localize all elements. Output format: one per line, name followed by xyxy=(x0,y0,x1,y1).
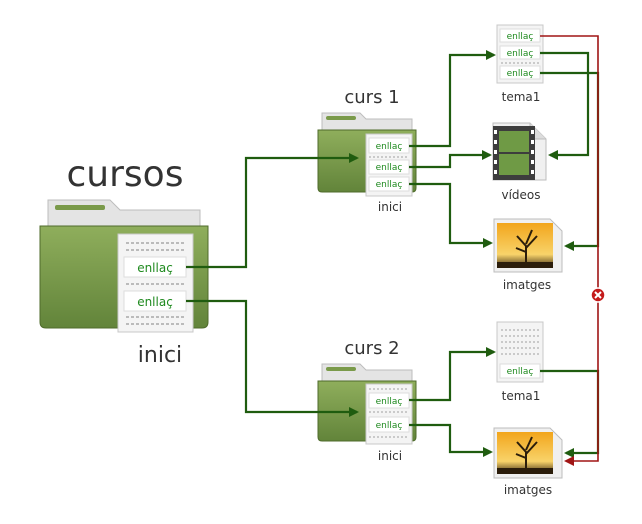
root-to-course-2-arrow xyxy=(186,299,359,417)
root-link-2[interactable]: enllaç xyxy=(137,295,173,309)
course-1-link-1[interactable]: enllaç xyxy=(376,142,403,152)
course-1-to-tema1-arrow xyxy=(409,50,496,148)
broken-link-icon xyxy=(590,287,606,303)
course-1-tema1-link-3[interactable]: enllaç xyxy=(507,69,534,79)
root-to-course-1-arrow xyxy=(186,153,359,269)
course-1-tema1-document-icon xyxy=(496,24,544,84)
course-2-link-2[interactable]: enllaç xyxy=(376,421,403,431)
course-1-tema1-link-2[interactable]: enllaç xyxy=(507,49,534,59)
course-2-image-file-icon xyxy=(493,427,563,479)
course-2-to-tema1-arrow xyxy=(409,347,496,402)
course-1-index-label: inici xyxy=(378,200,402,214)
course-1-videos-label: vídeos xyxy=(501,188,540,202)
course-1-index-page xyxy=(365,133,413,197)
course-2-link-1[interactable]: enllaç xyxy=(376,397,403,407)
course-1-imatges-label: imatges xyxy=(503,278,551,292)
course-2-tema1-label: tema1 xyxy=(502,389,541,403)
course-1-to-videos-arrow xyxy=(409,150,492,169)
course-1-image-file-icon xyxy=(493,218,563,273)
course-2-index-page xyxy=(365,383,413,445)
root-index-label: inici xyxy=(138,343,182,368)
course-1-link-3[interactable]: enllaç xyxy=(376,180,403,190)
root-link-1[interactable]: enllaç xyxy=(137,261,173,275)
course-2-index-label: inici xyxy=(378,449,402,463)
root-index-page xyxy=(117,233,194,333)
course-1-tema1-label: tema1 xyxy=(502,90,541,104)
course-2-tema1-document-icon xyxy=(496,321,544,383)
course-1-link-2[interactable]: enllaç xyxy=(376,163,403,173)
broken-link-arrow xyxy=(540,35,599,466)
course-2-to-imatges-arrow xyxy=(409,423,493,457)
course-2-imatges-label: imatges xyxy=(504,483,552,497)
course-1-video-file-icon xyxy=(492,122,547,181)
course-2-title: curs 2 xyxy=(344,338,399,359)
root-title: cursos xyxy=(67,154,184,195)
course-2-tema1-link-1[interactable]: enllaç xyxy=(507,367,534,377)
tema1-to-videos-arrow xyxy=(540,51,590,160)
course-1-title: curs 1 xyxy=(344,87,399,108)
course-1-tema1-link-1[interactable]: enllaç xyxy=(507,32,534,42)
course-1-to-imatges-arrow xyxy=(409,182,493,248)
